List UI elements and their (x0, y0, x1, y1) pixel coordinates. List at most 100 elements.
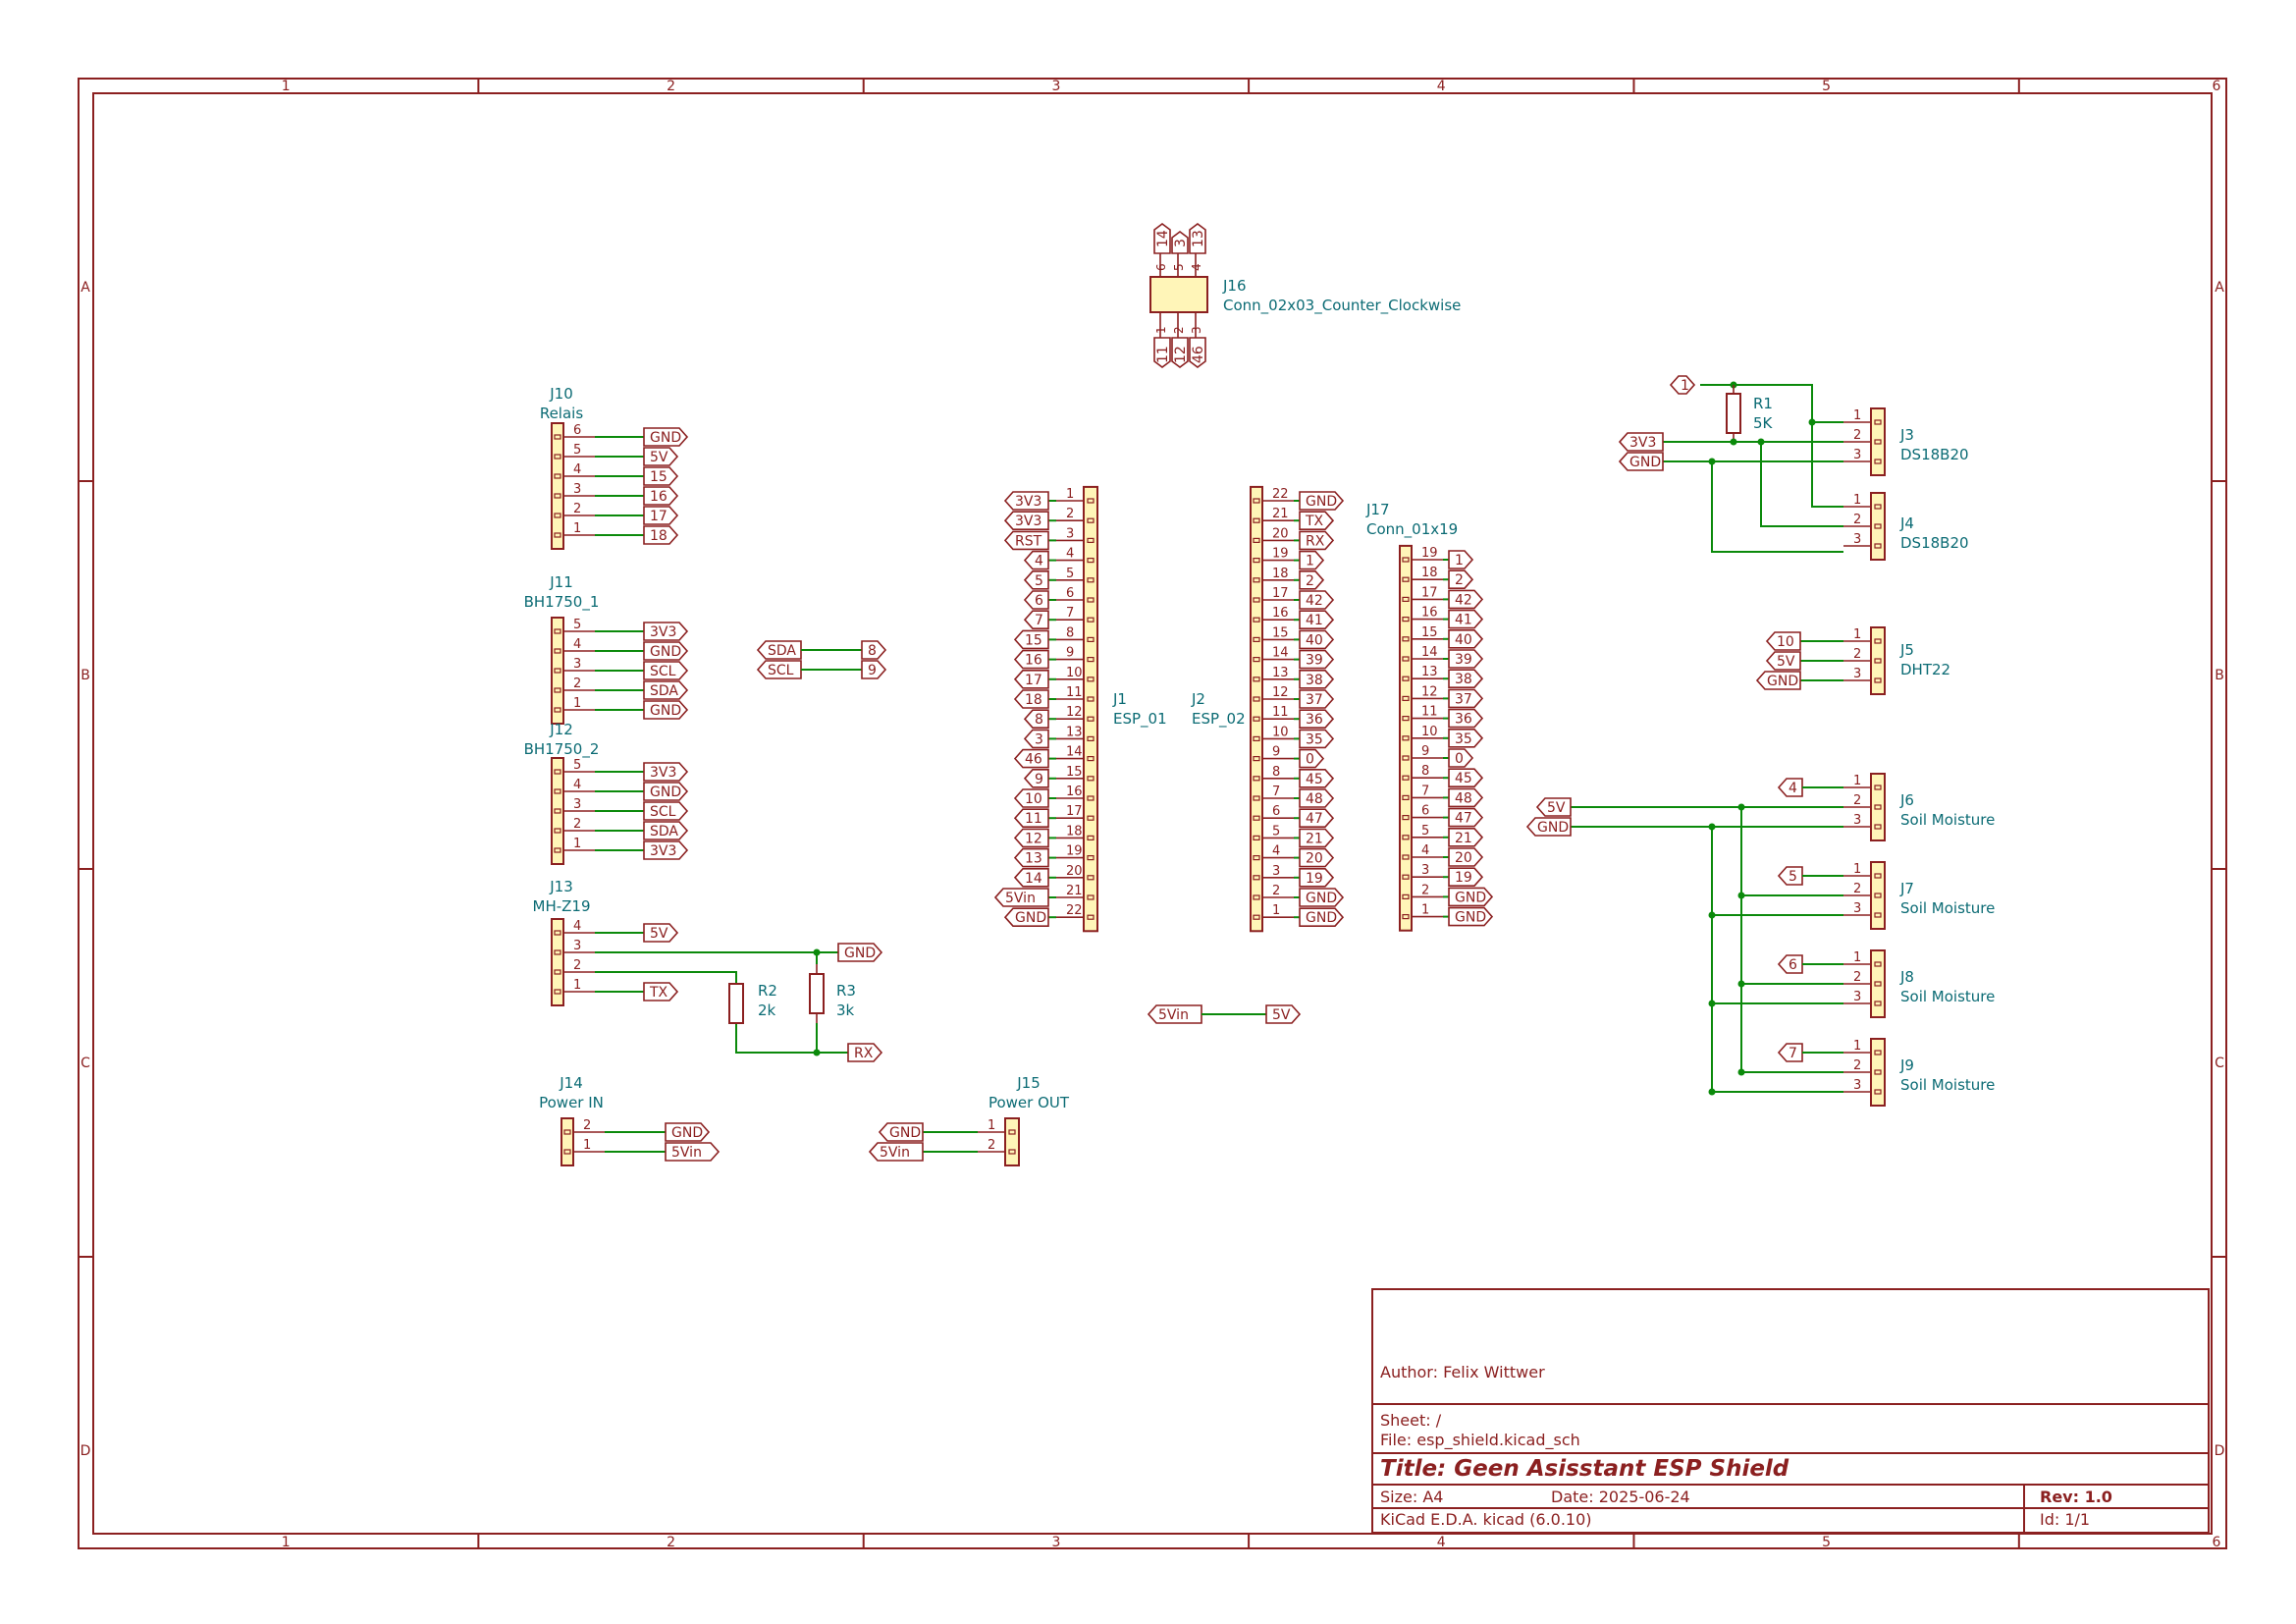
net-label-box (643, 782, 689, 801)
resistor-body (809, 973, 825, 1014)
net-label-box (1189, 223, 1206, 254)
net-label: 20 (1455, 850, 1472, 866)
ref-J6: J6 (1899, 791, 1914, 809)
net-label-box (1147, 1004, 1202, 1024)
pin-pad (1087, 577, 1095, 583)
pin-pad (1402, 794, 1410, 801)
pin-number: 14 (1272, 646, 1289, 661)
wire-junction (813, 1049, 821, 1056)
pin-pad (1874, 439, 1882, 445)
net-label: 41 (1306, 613, 1323, 628)
net-label-box (1299, 550, 1325, 570)
pin-pad (1087, 597, 1095, 603)
frame-row-label: B (2215, 668, 2224, 683)
net-label-box (643, 762, 689, 782)
pin-number: 3 (1853, 813, 1861, 828)
net-label: GND (650, 785, 681, 800)
wire-junction (1808, 418, 1816, 426)
pin-pad (1087, 696, 1095, 702)
net-label-box (1299, 907, 1345, 928)
net-label: GND (1306, 494, 1337, 510)
net-label-box (1777, 778, 1803, 797)
net-label: 4 (1789, 781, 1797, 796)
net-label-box (643, 641, 689, 661)
pin-number: 5 (573, 758, 581, 773)
pin-number: 5 (1172, 263, 1186, 271)
net-label-box (1448, 569, 1474, 590)
connector-body (1870, 1038, 1886, 1107)
pin-number: 3 (573, 797, 581, 812)
pin-number: 3 (573, 939, 581, 953)
net-label-box (643, 447, 679, 466)
value-J4: DS18B20 (1900, 534, 1969, 552)
pin-number: 3 (1853, 1078, 1861, 1093)
value-J6: Soil Moisture (1900, 811, 1995, 829)
net-label: 5 (1789, 869, 1797, 885)
net-label-box (1299, 748, 1325, 769)
pin-number: 2 (1853, 970, 1861, 985)
pin-number: 20 (1066, 864, 1083, 879)
frame-row-label: D (2215, 1443, 2225, 1459)
connector-body (1870, 626, 1886, 695)
pin-pad (1087, 636, 1095, 643)
net-label: 21 (1455, 831, 1472, 846)
pin-pad (1087, 498, 1095, 504)
pin-number: 2 (1272, 884, 1280, 898)
pin-number: 16 (1421, 606, 1438, 621)
wire-junction (1708, 1088, 1716, 1096)
pin-number: 3 (1853, 990, 1861, 1004)
pin-pad (1087, 894, 1095, 900)
ref-J13: J13 (549, 878, 573, 895)
net-label: 0 (1306, 752, 1314, 768)
value-J15: Power OUT (988, 1094, 1070, 1111)
net-label-box (1171, 337, 1189, 368)
pin-number: 5 (573, 618, 581, 632)
pin-pad (1402, 676, 1410, 681)
net-label-box (878, 1122, 924, 1142)
pin-number: 15 (1272, 625, 1289, 640)
pin-number: 2 (573, 958, 581, 973)
pin-pad (1087, 914, 1095, 920)
net-label-box (1535, 797, 1572, 817)
value-J1: ESP_01 (1113, 710, 1167, 729)
net-label: 5Vin (671, 1145, 702, 1161)
wire-junction (1708, 911, 1716, 919)
net-label: 5Vin (1158, 1007, 1189, 1023)
pin-pad (1087, 517, 1095, 523)
pin-number: 19 (1421, 546, 1438, 561)
net-label-box (756, 640, 802, 660)
net-label: 38 (1306, 673, 1323, 688)
components: 61141152312431346J16Conn_02x03_Counter_C… (524, 223, 1995, 1166)
net-label: 48 (1455, 790, 1472, 806)
net-label-box (1023, 610, 1049, 630)
frame-col-label: 3 (1051, 1535, 1060, 1550)
pin-pad (1402, 576, 1410, 582)
pin-number: 2 (1853, 647, 1861, 662)
pin-pad (1253, 498, 1260, 504)
pin-number: 4 (1190, 263, 1203, 271)
net-label-box (1013, 788, 1049, 808)
pin-number: 4 (573, 637, 581, 652)
pin-number: 13 (1066, 725, 1083, 739)
connector-body (551, 918, 564, 1006)
net-label-box (1299, 511, 1335, 531)
net-label: 1 (1455, 553, 1464, 568)
net-label: 6 (1035, 593, 1043, 609)
net-label: 3V3 (1015, 514, 1041, 529)
net-label: 35 (1455, 731, 1472, 747)
pin-pad (1402, 854, 1410, 860)
connector-body (1870, 773, 1886, 841)
connector-body (1870, 492, 1886, 561)
pin-number: 1 (988, 1118, 995, 1133)
pin-pad (1874, 638, 1882, 644)
net-label: 1 (1306, 554, 1314, 569)
net-label-box (1299, 610, 1335, 630)
net-label: 16 (1025, 653, 1042, 669)
connector-body (1399, 544, 1413, 932)
net-label: TX (649, 985, 668, 1001)
net-label: 11 (1025, 811, 1042, 827)
connector-body (1083, 485, 1098, 933)
pin-number: 16 (1272, 606, 1289, 621)
pin-pad (1874, 785, 1882, 790)
net-label: RX (1306, 533, 1325, 549)
